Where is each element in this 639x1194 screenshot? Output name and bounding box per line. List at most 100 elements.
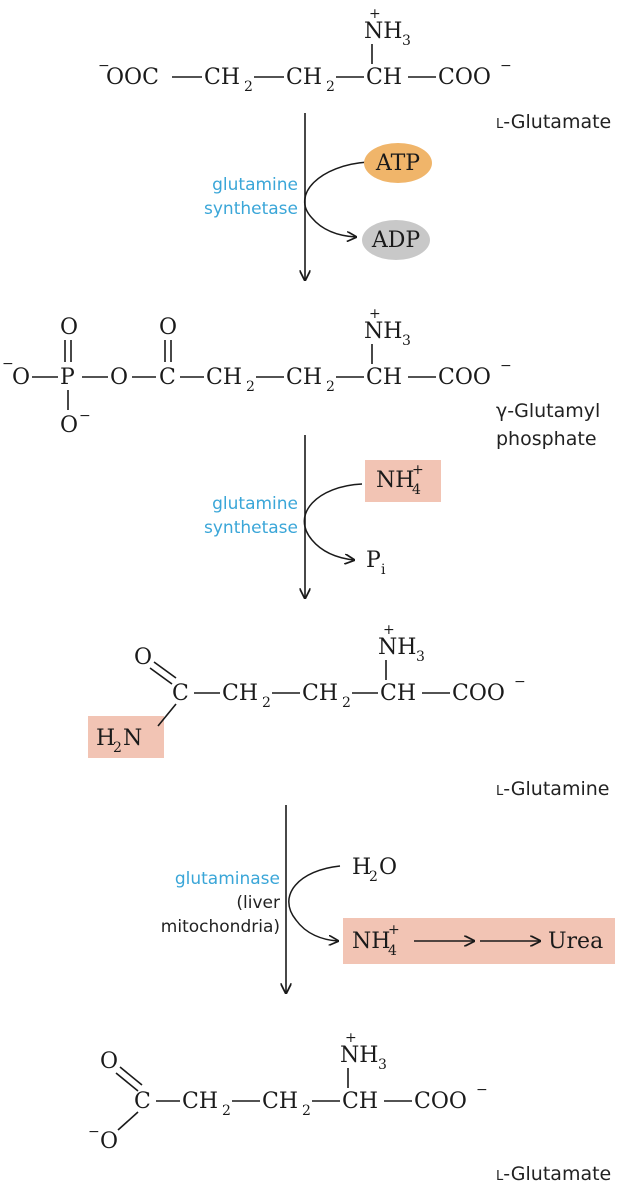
alpha-carbon: CH <box>366 365 402 390</box>
oxygen-atom: O <box>100 1129 118 1154</box>
adp-oval <box>362 220 430 260</box>
glutamate-top-structure: − OOC CH 2 CH 2 CH NH 3 + COO − L-Glutam… <box>98 6 611 133</box>
subscript: 2 <box>262 695 271 711</box>
subscript: i <box>381 562 386 578</box>
subscript: 4 <box>412 482 421 498</box>
phosphorus-atom: P <box>60 365 75 390</box>
atp-oval <box>364 143 432 183</box>
charge-minus: − <box>500 58 512 74</box>
charge-minus: − <box>88 1124 100 1140</box>
compound-name-glutamine: L-Glutamine <box>496 778 609 800</box>
cofactor-curve-arrow <box>303 161 369 237</box>
charge-minus: − <box>500 358 512 374</box>
compound-name-line2: phosphate <box>496 428 597 450</box>
enzyme-label-line1: glutamine <box>212 175 298 195</box>
subscript: 2 <box>113 740 122 756</box>
subscript: 3 <box>402 333 411 349</box>
amino-group: NH <box>364 319 402 344</box>
enzyme-label-line3: mitochondria) <box>161 917 280 937</box>
step-1-reaction: glutamine synthetase ATP ADP <box>204 113 432 280</box>
step-3-reaction: glutaminase (liver mitochondria) H 2 O N… <box>161 805 615 993</box>
amino-group: NH <box>340 1043 378 1068</box>
subscript: 3 <box>416 649 425 665</box>
carboxylate-group: COO <box>452 681 505 706</box>
step-2-reaction: glutamine synthetase NH 4 + P i <box>204 435 441 598</box>
carboxylate-group: COO <box>438 65 491 90</box>
alpha-carbon: CH <box>342 1089 378 1114</box>
carboxylate-group: COO <box>414 1089 467 1114</box>
gamma-glutamyl-phosphate-structure: − O P O O − O C O CH 2 CH 2 CH NH 3 + CO… <box>2 306 600 450</box>
oxygen-atom: O <box>159 315 177 340</box>
methylene-group: CH <box>222 681 258 706</box>
phosphate-label: P <box>366 548 381 573</box>
methylene-group: CH <box>204 65 240 90</box>
subscript: 2 <box>326 379 335 395</box>
methylene-group: CH <box>302 681 338 706</box>
subscript: 2 <box>222 1103 231 1119</box>
atp-label: ATP <box>375 151 420 176</box>
amide-group: H <box>96 726 115 751</box>
charge-minus: − <box>79 408 91 424</box>
alpha-carbon: CH <box>366 65 402 90</box>
charge-plus: + <box>369 6 381 22</box>
methylene-group: CH <box>286 365 322 390</box>
nitrogen-atom: N <box>123 726 142 751</box>
charge-minus: − <box>514 674 526 690</box>
subscript: 2 <box>244 79 253 95</box>
methylene-group: CH <box>206 365 242 390</box>
subscript: 2 <box>342 695 351 711</box>
subscript: 3 <box>402 33 411 49</box>
enzyme-label-line2: synthetase <box>204 518 298 538</box>
enzyme-label-line2: synthetase <box>204 199 298 219</box>
charge-minus: − <box>98 58 110 74</box>
urea-highlight <box>343 918 615 964</box>
ammonium-label: NH <box>352 929 390 954</box>
oxygen-atom: O <box>12 365 30 390</box>
enzyme-label-line1: glutamine <box>212 494 298 514</box>
subscript: 4 <box>388 943 397 959</box>
carbonyl-carbon: C <box>159 365 176 390</box>
oxygen-atom: O <box>60 315 78 340</box>
oxygen-atom: O <box>379 855 397 880</box>
carbonyl-carbon: C <box>172 681 189 706</box>
amide-highlight <box>88 716 164 758</box>
subscript: 2 <box>246 379 255 395</box>
subscript: 2 <box>326 79 335 95</box>
charge-plus: + <box>345 1030 357 1046</box>
compound-name-glutamate-bottom: L-Glutamate <box>496 1163 611 1185</box>
alpha-carbon: CH <box>380 681 416 706</box>
methylene-group: CH <box>286 65 322 90</box>
carboxylate-group: COO <box>438 365 491 390</box>
adp-label: ADP <box>371 228 421 253</box>
urea-label: Urea <box>548 929 603 954</box>
carboxylate-group: OOC <box>106 65 159 90</box>
compound-name-glutamate-top: L-Glutamate <box>496 111 611 133</box>
charge-minus: − <box>2 356 14 372</box>
oxygen-atom: O <box>110 365 128 390</box>
glutamine-structure: O C H 2 N CH 2 CH 2 CH NH 3 + COO − L-Gl… <box>88 622 609 800</box>
compound-name-line1: γ-Glutamyl <box>496 400 600 422</box>
charge-minus: − <box>476 1082 488 1098</box>
cofactor-curve-arrow <box>303 483 363 560</box>
enzyme-label-line2: (liver <box>236 893 280 913</box>
subscript: 2 <box>369 869 378 885</box>
oxygen-atom: O <box>100 1049 118 1074</box>
cofactor-curve-arrow <box>288 865 341 941</box>
methylene-group: CH <box>262 1089 298 1114</box>
methylene-group: CH <box>182 1089 218 1114</box>
amino-group: NH <box>378 635 416 660</box>
charge-plus: + <box>383 622 395 638</box>
superscript: + <box>388 922 400 938</box>
superscript: + <box>412 462 424 478</box>
charge-plus: + <box>369 306 381 322</box>
carboxylate-carbon: C <box>134 1089 151 1114</box>
water-label: H <box>352 855 371 880</box>
subscript: 2 <box>302 1103 311 1119</box>
enzyme-label-line1: glutaminase <box>175 869 280 889</box>
glutamate-bottom-structure: O C O − CH 2 CH 2 CH NH 3 + COO − L-Glut… <box>88 1030 611 1185</box>
oxygen-atom: O <box>60 413 78 438</box>
amino-group: NH <box>364 19 402 44</box>
ammonium-highlight <box>365 460 441 502</box>
oxygen-atom: O <box>134 645 152 670</box>
